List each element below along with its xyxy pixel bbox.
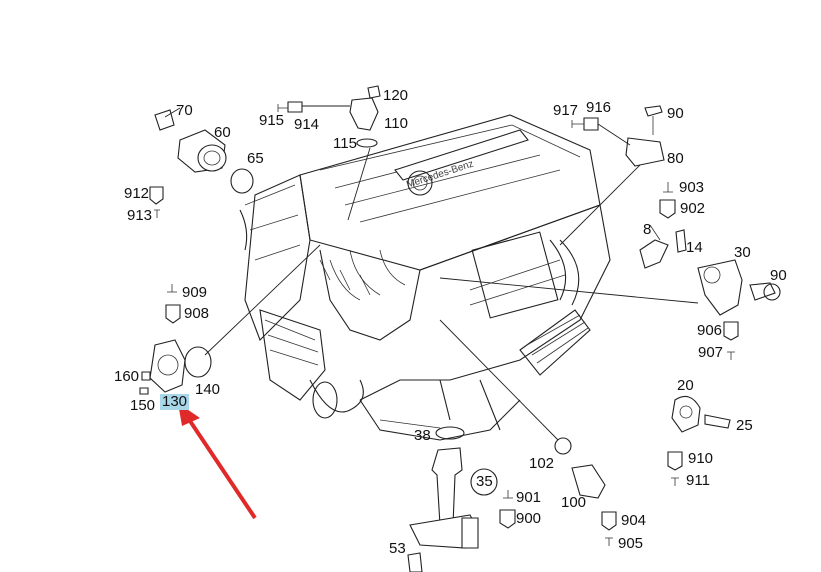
part-label-913: 913 — [127, 207, 153, 224]
part-label-102: 102 — [529, 455, 555, 472]
part-label-14: 14 — [686, 239, 703, 256]
part-130-camshaft-magnet — [139, 244, 321, 395]
part-110-sensor — [277, 85, 381, 221]
part-label-115: 115 — [333, 135, 357, 152]
part-label-915: 915 — [259, 112, 285, 129]
part-label-916: 916 — [586, 99, 612, 116]
part-100-sensor — [439, 319, 606, 499]
part-label-30: 30 — [734, 244, 751, 261]
connector-912 — [149, 186, 164, 218]
connector-900 — [499, 490, 516, 529]
part-label-35: 35 — [476, 473, 493, 490]
part-label-902: 902 — [680, 200, 706, 217]
connector-904 — [601, 511, 617, 546]
part-label-90-right: 90 — [770, 267, 787, 284]
part-label-909: 909 — [182, 284, 208, 301]
gasket-65 — [230, 168, 254, 194]
part-20-knock-sensor — [671, 395, 731, 433]
part-label-906: 906 — [697, 322, 723, 339]
part-label-160: 160 — [114, 368, 140, 385]
part-60-sensor — [154, 107, 227, 173]
part-label-53: 53 — [389, 540, 406, 557]
part-8-sensor — [639, 224, 687, 269]
part-35-dipstick-tube — [407, 426, 498, 572]
part-label-911: 911 — [686, 472, 710, 489]
part-30-sensor — [439, 259, 781, 316]
part-label-905: 905 — [618, 535, 644, 552]
part-label-25: 25 — [736, 417, 753, 434]
part-label-80: 80 — [667, 150, 684, 167]
highlight-arrow — [178, 403, 257, 520]
part-label-70: 70 — [176, 102, 193, 119]
connector-910 — [667, 451, 683, 486]
part-label-903: 903 — [679, 179, 705, 196]
part-80-sensor — [559, 105, 665, 246]
part-label-900: 900 — [516, 510, 542, 527]
part-label-110: 110 — [384, 115, 408, 132]
part-label-8: 8 — [643, 221, 652, 238]
connector-902 — [659, 182, 676, 219]
part-label-150: 150 — [130, 397, 156, 414]
part-label-60: 60 — [214, 124, 231, 141]
part-label-120: 120 — [383, 87, 409, 104]
connector-908 — [165, 284, 181, 324]
part-label-908: 908 — [184, 305, 210, 322]
part-label-140: 140 — [195, 381, 221, 398]
part-label-100: 100 — [561, 494, 587, 511]
part-label-912: 912 — [124, 185, 150, 202]
part-label-904: 904 — [621, 512, 647, 529]
part-label-910: 910 — [688, 450, 714, 467]
part-label-917: 917 — [553, 102, 579, 119]
part-label-20: 20 — [677, 377, 694, 394]
part-label-90-top: 90 — [667, 105, 684, 122]
connector-906 — [723, 321, 739, 360]
part-label-65: 65 — [247, 150, 264, 167]
part-label-901: 901 — [516, 489, 542, 506]
part-label-914: 914 — [294, 116, 320, 133]
part-label-130-highlighted: 130 — [160, 393, 190, 410]
engine-block: Mercedes-Benz — [239, 114, 611, 441]
part-label-38: 38 — [414, 427, 431, 444]
part-label-907: 907 — [698, 344, 724, 361]
